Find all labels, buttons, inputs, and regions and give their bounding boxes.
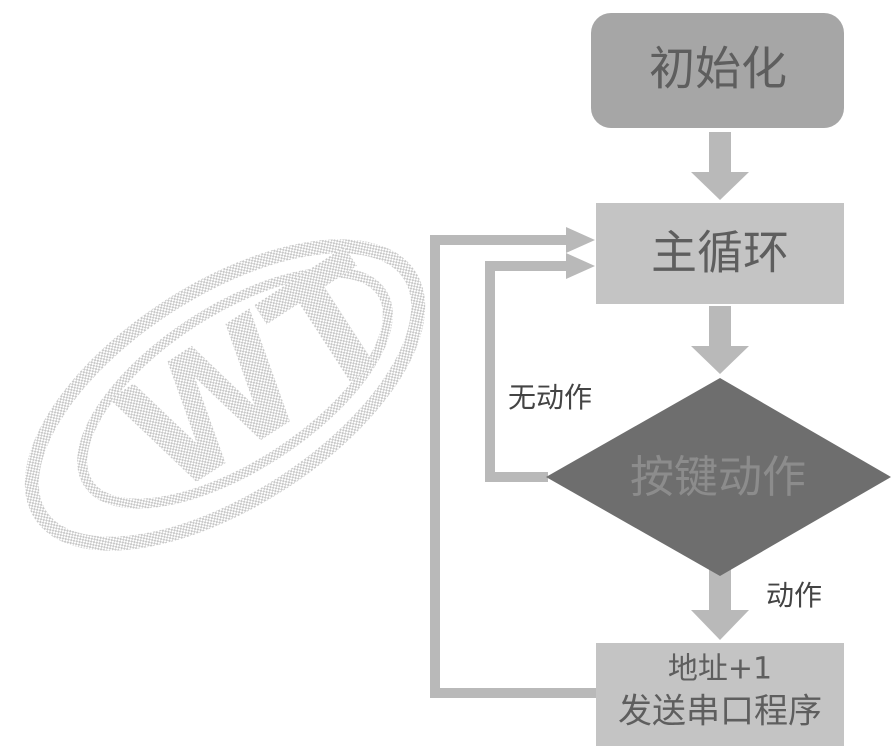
- arrow-main-loop-to-decision: [691, 306, 749, 374]
- loop-line: [485, 261, 568, 482]
- arrow-shaft: [709, 306, 731, 348]
- node-init-label: 初始化: [649, 42, 787, 96]
- node-process: 地址+1 发送串口程序: [596, 643, 844, 746]
- node-process-box: [596, 643, 844, 746]
- node-init-box: [591, 13, 844, 128]
- arrow-no-action-loop-back: [485, 253, 595, 482]
- node-process-label-line2: 发送串口程序: [618, 692, 822, 732]
- arrow-head: [691, 346, 749, 374]
- node-key-action: 按键动作: [546, 378, 891, 576]
- arrow-shaft: [709, 132, 731, 174]
- arrow-process-loop-back: [430, 227, 598, 698]
- node-key-action-diamond: [546, 378, 891, 576]
- loop-line: [430, 235, 598, 698]
- edge-label-action: 动作: [766, 579, 822, 612]
- node-main-loop-label: 主循环: [651, 226, 789, 280]
- watermark-outer-ellipse: [24, 239, 426, 551]
- node-process-label-line1: 地址+1: [668, 652, 772, 687]
- node-main-loop-box: [596, 203, 844, 304]
- edge-label-no-action: 无动作: [508, 381, 592, 414]
- node-key-action-label: 按键动作: [630, 452, 806, 503]
- arrow-head: [691, 610, 749, 640]
- node-main-loop: 主循环: [596, 203, 844, 304]
- arrow-shaft: [709, 560, 731, 612]
- arrow-head: [566, 227, 595, 253]
- watermark-logo: WT: [24, 219, 429, 551]
- arrow-head: [691, 172, 749, 200]
- arrow-init-to-main-loop: [691, 132, 749, 200]
- watermark-inner-ellipse: [77, 267, 393, 509]
- arrow-head: [566, 253, 595, 279]
- arrow-decision-to-process: [691, 560, 749, 640]
- watermark-letters: WT: [88, 219, 429, 531]
- node-init: 初始化: [591, 13, 844, 128]
